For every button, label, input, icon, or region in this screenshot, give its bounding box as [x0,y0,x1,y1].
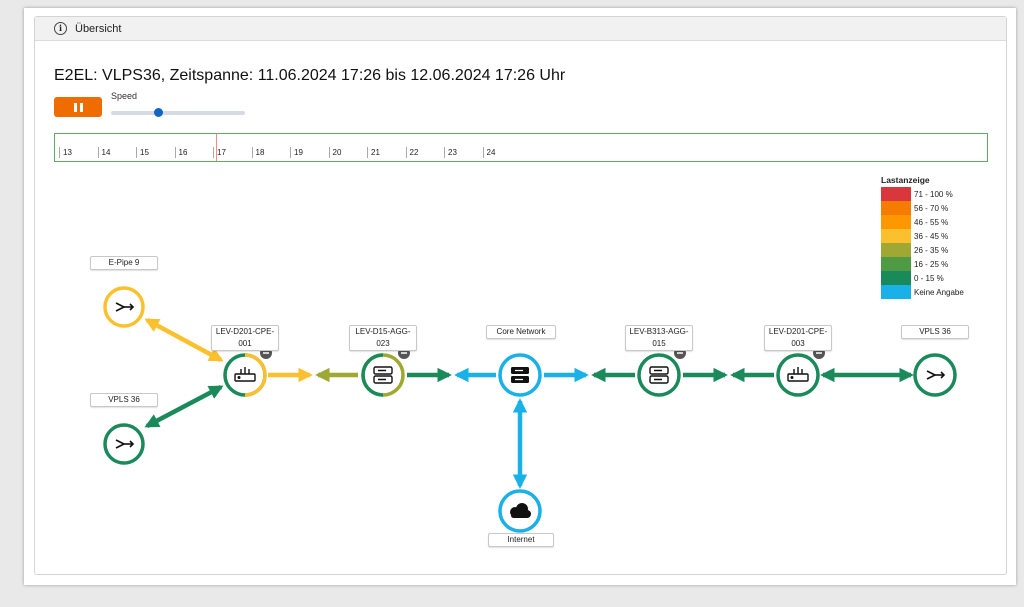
legend-swatch [881,187,911,201]
speed-slider-handle[interactable] [153,108,163,117]
info-icon: i [54,22,67,35]
node-label-agg023: LEV-D15-AGG-023 [349,325,417,351]
timeline-tick: 15 [136,147,149,158]
timeline-bar[interactable]: 13 14 15 16 17 18 19 20 21 22 23 24 [54,133,988,162]
merge-icon [115,302,135,312]
node-core[interactable] [498,353,542,397]
legend-swatch [881,229,911,243]
overview-panel: i Übersicht E2EL: VLPS36, Zeitspanne: 11… [34,16,1007,575]
window-frame: i Übersicht E2EL: VLPS36, Zeitspanne: 11… [24,8,1016,585]
legend-label: 36 - 45 % [914,231,949,241]
speed-label: Speed [111,91,138,101]
node-label-vpls36-left: VPLS 36 [90,393,158,407]
legend-item: Keine Angabe [881,285,964,299]
node-vpls36-left[interactable] [103,423,145,465]
timeline-tick: 19 [290,147,303,158]
node-agg015[interactable] [637,347,686,397]
timeline-tick: 16 [174,147,187,158]
legend-label: 16 - 25 % [914,259,949,269]
router-icon [234,367,256,382]
timeline-tick: 20 [328,147,341,158]
legend-swatch [881,257,911,271]
cloud-icon [510,503,531,518]
node-label-internet: Internet [488,533,554,547]
legend-item: 36 - 45 % [881,229,964,243]
merge-icon [115,439,135,449]
legend-swatch [881,285,911,299]
load-legend: Lastanzeige 71 - 100 % 56 - 70 % 46 - 55 %… [881,175,964,299]
timeline-tick: 17 [213,147,226,158]
node-label-vpls36-right: VPLS 36 [901,325,969,339]
legend-item: 16 - 25 % [881,257,964,271]
timeline-tick: 23 [444,147,457,158]
panel-title: Übersicht [75,22,122,35]
timeline-cursor[interactable] [216,134,218,161]
node-internet[interactable] [498,489,542,533]
node-epipe9[interactable] [103,286,145,328]
node-label-cpe001: LEV-D201-CPE-001 [211,325,279,351]
node-cpe001[interactable] [223,347,272,397]
legend-title: Lastanzeige [881,175,930,185]
legend-swatch [881,243,911,257]
legend-swatch [881,271,911,285]
node-label-cpe003: LEV-D201-CPE-003 [764,325,832,351]
server-icon [511,367,529,383]
pause-button[interactable] [54,97,102,117]
timeline-tick: 18 [251,147,264,158]
legend-item: 56 - 70 % [881,201,964,215]
timeline-tick: 21 [367,147,380,158]
legend-item: 0 - 15 % [881,271,964,285]
timeline-tick: 13 [59,147,72,158]
timeline-tick: 22 [405,147,418,158]
node-label-epipe9: E-Pipe 9 [90,256,158,270]
merge-icon [926,370,946,380]
legend-item: 71 - 100 % [881,187,964,201]
pause-icon [73,102,83,112]
server-icon [649,366,669,384]
legend-label: 71 - 100 % [914,189,953,199]
legend-swatch [881,215,911,229]
legend-label: Keine Angabe [914,287,964,297]
legend-item: 46 - 55 % [881,215,964,229]
link-vpls36-cpe001[interactable] [144,385,224,428]
links [144,318,914,489]
node-label-agg015: LEV-B313-AGG-015 [625,325,693,351]
legend-label: 26 - 35 % [914,245,949,255]
legend-item: 26 - 35 % [881,243,964,257]
network-diagram [103,286,957,533]
legend-swatch [881,201,911,215]
node-agg023[interactable] [361,347,410,397]
speed-slider[interactable] [111,108,245,117]
link-epipe9-cpe001[interactable] [144,318,224,362]
legend-label: 56 - 70 % [914,203,949,213]
timeline-tick: 14 [97,147,110,158]
legend-label: 0 - 15 % [914,273,944,283]
node-label-core: Core Network [486,325,556,339]
node-cpe003[interactable] [776,347,825,397]
page-title: E2EL: VLPS36, Zeitspanne: 11.06.2024 17:… [54,67,566,84]
server-icon [373,366,393,384]
legend-label: 46 - 55 % [914,217,949,227]
panel-header[interactable]: i Übersicht [35,17,1006,41]
node-vpls36-right[interactable] [913,353,957,397]
router-icon [787,367,809,382]
timeline-tick: 24 [482,147,495,158]
